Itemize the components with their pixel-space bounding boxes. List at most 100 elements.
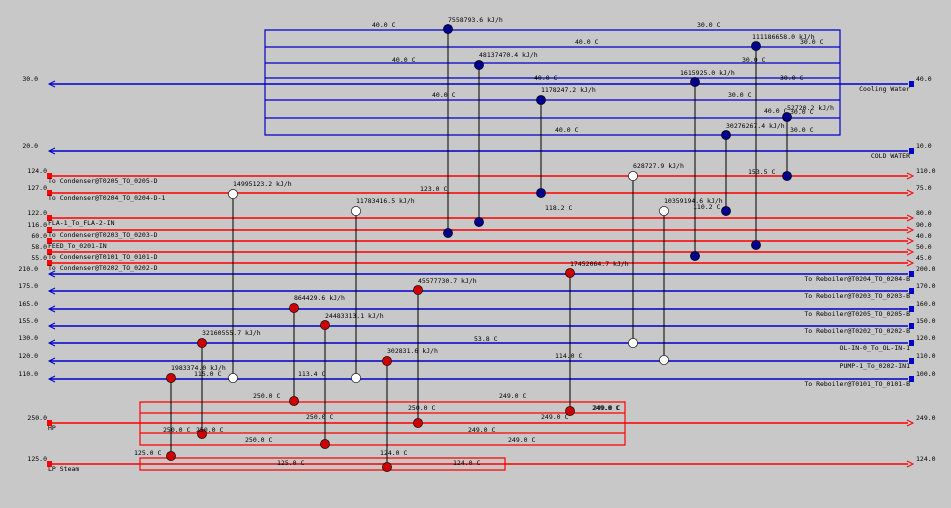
exchanger-9-node-b[interactable] bbox=[351, 373, 361, 383]
stream-lp-steam-arrow bbox=[906, 460, 915, 468]
exchanger-15-node-a[interactable] bbox=[197, 338, 207, 348]
exchanger-9-node-a[interactable] bbox=[351, 206, 361, 216]
stream-ol-in-0-end-temp: 130.0 bbox=[18, 334, 38, 342]
stream-reb-0203-end-temp: 175.0 bbox=[18, 282, 38, 290]
stream-feed-0201-arrow bbox=[906, 237, 915, 245]
exchanger-14-node-b[interactable] bbox=[320, 439, 330, 449]
exchanger-2-node-a[interactable] bbox=[474, 60, 484, 70]
temp-label-24: 250.0 C bbox=[408, 404, 435, 412]
exchanger-1-duty: 111186658.0 kJ/h bbox=[752, 33, 815, 41]
exchanger-7-node-b[interactable] bbox=[628, 338, 638, 348]
stream-reb-0205-label: To Reboiler@T0205_TO_0205-B bbox=[804, 310, 910, 318]
stream-cond-0204-arrow bbox=[906, 189, 915, 197]
stream-hp-start-temp: 250.0 bbox=[27, 414, 47, 422]
exchanger-3-duty: 1615925.0 kJ/h bbox=[680, 69, 735, 77]
stream-fla-1-start-temp: 122.0 bbox=[27, 209, 47, 217]
temp-label-14: 153.5 C bbox=[748, 168, 775, 176]
exchanger-6-node-a[interactable] bbox=[721, 130, 731, 140]
exchanger-17-node-a[interactable] bbox=[166, 373, 176, 383]
stream-reb-0101-arrow bbox=[47, 375, 56, 383]
stream-reb-0101-source[interactable] bbox=[909, 376, 914, 382]
exchanger-8-node-a[interactable] bbox=[228, 189, 238, 199]
exchanger-10-node-a[interactable] bbox=[659, 206, 669, 216]
stream-reb-0204-end-temp: 210.0 bbox=[18, 265, 38, 273]
temp-label-21: 113.4 C bbox=[298, 370, 325, 378]
stream-cond-0204-label: To Condenser@T0204_TO_0204-D-1 bbox=[48, 194, 165, 202]
exchanger-0-node-a[interactable] bbox=[443, 24, 453, 34]
stream-cond-0204-source[interactable] bbox=[47, 190, 52, 196]
stream-reb-0205-source[interactable] bbox=[909, 306, 914, 312]
exchanger-6-duty: 30276267.4 kJ/h bbox=[726, 122, 785, 130]
exchanger-6-node-b[interactable] bbox=[721, 206, 731, 216]
temp-label-15: 123.0 C bbox=[420, 185, 447, 193]
exchanger-3-node-b[interactable] bbox=[690, 251, 700, 261]
exchanger-14-node-a[interactable] bbox=[320, 320, 330, 330]
stream-reb-0202-arrow bbox=[47, 322, 56, 330]
exchanger-12-node-b[interactable] bbox=[413, 418, 423, 428]
exchanger-13-node-a[interactable] bbox=[289, 303, 299, 313]
stream-reb-0205-start-temp: 160.0 bbox=[916, 300, 936, 308]
stream-cond-0202-source[interactable] bbox=[47, 260, 52, 266]
stream-reb-0204-start-temp: 200.0 bbox=[916, 265, 936, 273]
exchanger-10-node-b[interactable] bbox=[659, 355, 669, 365]
temp-label-12: 40.0 C bbox=[764, 107, 788, 115]
exchanger-0-node-b[interactable] bbox=[443, 228, 453, 238]
exchanger-4-node-a[interactable] bbox=[536, 95, 546, 105]
stream-hp-source[interactable] bbox=[47, 420, 52, 426]
exchanger-13-node-b[interactable] bbox=[289, 396, 299, 406]
temp-label-35: 124.0 C bbox=[380, 449, 407, 457]
stream-reb-0204-arrow bbox=[47, 270, 56, 278]
stream-ol-in-0-source[interactable] bbox=[909, 340, 914, 346]
stream-reb-0204-label: To Reboiler@T0204_TO_0204-B bbox=[804, 275, 910, 283]
temp-label-36: 125.0 C bbox=[277, 459, 304, 467]
stream-reb-0101-label: To Reboiler@T0101_TO_0101-B bbox=[804, 380, 910, 388]
stream-lp-steam-label: LP Steam bbox=[48, 465, 79, 473]
temp-label-4: 40.0 C bbox=[392, 56, 416, 64]
stream-reb-0203-source[interactable] bbox=[909, 288, 914, 294]
exchanger-4-node-b[interactable] bbox=[536, 188, 546, 198]
exchanger-10-duty: 10359194.6 kJ/h bbox=[664, 197, 723, 205]
stream-lp-steam-end-temp: 124.0 bbox=[916, 455, 936, 463]
stream-reb-0203-start-temp: 170.0 bbox=[916, 282, 936, 290]
stream-cooling-water-arrow bbox=[47, 80, 56, 88]
temp-label-34: 125.0 C bbox=[134, 449, 161, 457]
exchanger-1-node-a[interactable] bbox=[751, 41, 761, 51]
temp-label-16: 118.2 C bbox=[545, 204, 572, 212]
stream-fla-1-label: FLA-1_To_FLA-2-IN bbox=[48, 219, 115, 227]
stream-cond-0203-source[interactable] bbox=[47, 227, 52, 233]
stream-cond-0202-label: To Condenser@T0202_TO_0202-D bbox=[48, 264, 158, 272]
exchanger-7-node-a[interactable] bbox=[628, 171, 638, 181]
exchanger-16-node-a[interactable] bbox=[382, 356, 392, 366]
stream-fla-1-source[interactable] bbox=[47, 215, 52, 221]
stream-cond-0205-source[interactable] bbox=[47, 173, 52, 179]
stream-cold-water-source[interactable] bbox=[909, 148, 914, 154]
stream-cond-0203-arrow bbox=[906, 226, 915, 234]
stream-lp-steam-source[interactable] bbox=[47, 461, 52, 467]
exchanger-5-node-a[interactable] bbox=[782, 112, 792, 122]
exchanger-11-node-a[interactable] bbox=[565, 268, 575, 278]
stream-cond-0101-source[interactable] bbox=[47, 249, 52, 255]
exchanger-12-node-a[interactable] bbox=[413, 285, 423, 295]
stream-ol-in-0-start-temp: 120.0 bbox=[916, 334, 936, 342]
stream-reb-0202-source[interactable] bbox=[909, 323, 914, 329]
exchanger-2-node-b[interactable] bbox=[474, 217, 484, 227]
stream-cond-0202-end-temp: 45.0 bbox=[916, 254, 932, 262]
exchanger-8-node-b[interactable] bbox=[228, 373, 238, 383]
exchanger-13-duty: 864429.6 kJ/h bbox=[294, 294, 345, 302]
exchanger-1-node-b[interactable] bbox=[751, 240, 761, 250]
stream-feed-0201-start-temp: 60.0 bbox=[31, 232, 47, 240]
exchanger-5-node-b[interactable] bbox=[782, 171, 792, 181]
exchanger-16-node-b[interactable] bbox=[382, 462, 392, 472]
exchanger-7-duty: 628727.9 kJ/h bbox=[633, 162, 684, 170]
exchanger-11-node-b[interactable] bbox=[565, 406, 575, 416]
stream-cooling-water-source[interactable] bbox=[909, 81, 914, 87]
stream-feed-0201-source[interactable] bbox=[47, 238, 52, 244]
exchanger-15-node-b[interactable] bbox=[197, 429, 207, 439]
exchanger-3-node-a[interactable] bbox=[690, 77, 700, 87]
temp-label-23: 249.0 C bbox=[499, 392, 526, 400]
stream-reb-0204-source[interactable] bbox=[909, 271, 914, 277]
exchanger-17-node-b[interactable] bbox=[166, 451, 176, 461]
temp-label-5: 30.0 C bbox=[742, 56, 766, 64]
stream-pump-1-source[interactable] bbox=[909, 358, 914, 364]
